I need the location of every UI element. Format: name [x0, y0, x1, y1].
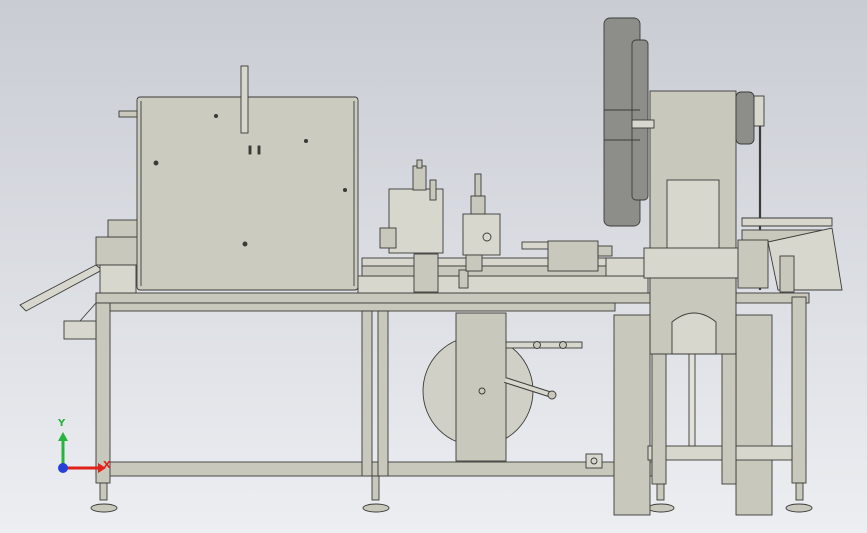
- pulley-gear: [753, 95, 765, 127]
- guide-roller-bar: [505, 341, 583, 349]
- punch-press: [613, 90, 793, 516]
- station-1-side-block: [379, 227, 397, 249]
- press-guide-rod: [688, 353, 696, 447]
- station-2-cylinder: [470, 195, 486, 215]
- foot-post-press: [656, 482, 665, 501]
- cabinet-bolt: [342, 187, 348, 193]
- rail-bracket: [585, 453, 603, 469]
- press-base-plate: [647, 445, 793, 461]
- outfeed-arm: [741, 217, 833, 227]
- x-axis-label: X: [103, 460, 111, 471]
- station-1-cylinder-2: [429, 179, 437, 201]
- frame-leg-middle-2: [377, 310, 389, 477]
- cabinet-bolt: [242, 241, 248, 247]
- guide-roller: [559, 341, 567, 349]
- cabinet-bolt: [303, 138, 309, 144]
- station-1-rod: [416, 159, 423, 169]
- y-axis-arrowhead: [58, 432, 68, 441]
- frame-leg-middle: [361, 310, 373, 477]
- work-table: [357, 257, 649, 294]
- x-axis-arrowhead: [98, 463, 106, 473]
- tray-support: [79, 302, 97, 322]
- rail-bracket-bolt: [590, 457, 598, 465]
- conveyor-rail: [361, 257, 645, 267]
- feed-cylinder-rod: [521, 241, 549, 250]
- y-axis-label: Y: [57, 418, 66, 429]
- main-frame: [90, 292, 813, 513]
- z-axis-dot: [58, 463, 68, 473]
- flywheel-shaft: [631, 119, 655, 129]
- press-base-left: [613, 314, 651, 516]
- press-base-right: [735, 314, 773, 516]
- cabinet-bracket: [118, 110, 138, 118]
- table-plate: [357, 275, 649, 294]
- foot-post-left: [99, 482, 108, 501]
- cabinet-slot: [248, 145, 252, 155]
- foot-post-middle: [371, 475, 380, 501]
- foot-pad-right: [785, 503, 813, 513]
- outfeed-mechanism: [737, 217, 843, 293]
- feed-cylinder-body: [547, 240, 599, 272]
- foot-pad-left: [90, 503, 118, 513]
- guide-roller: [533, 341, 541, 349]
- cabinet-bolt: [213, 113, 219, 119]
- press-throat: [671, 312, 717, 355]
- station-2: [462, 173, 501, 272]
- pulley-housing: [735, 91, 755, 145]
- station-1-pin: [458, 269, 469, 289]
- feed-guide-block: [605, 257, 645, 277]
- cabinet-slot: [257, 145, 261, 155]
- frame-top-rail-lower: [109, 302, 616, 312]
- press-window: [666, 179, 720, 259]
- dancer-roller: [547, 390, 557, 400]
- feed-cylinder: [521, 240, 645, 277]
- frame-bottom-rail: [95, 461, 657, 477]
- cabinet-bolt: [153, 160, 159, 166]
- station-2-base: [465, 254, 483, 272]
- frame-leg-right: [791, 296, 807, 484]
- flywheel: [603, 17, 655, 227]
- reel-support-plate: [455, 312, 507, 462]
- coordinate-triad: X Y: [57, 418, 111, 473]
- outfeed-block: [737, 239, 769, 289]
- outfeed-support: [779, 255, 795, 293]
- press-inner-leg-left: [651, 353, 667, 485]
- infeed-block-top: [107, 219, 139, 238]
- press-inner-leg-right: [721, 353, 737, 485]
- conveyor-rail-lower: [361, 265, 645, 277]
- control-cabinet: [118, 65, 359, 291]
- station-1-base: [413, 253, 439, 293]
- foot-pad-press: [647, 503, 675, 513]
- press-bed: [643, 247, 745, 279]
- foot-post-right: [795, 482, 804, 501]
- foot-pad-middle: [362, 503, 390, 513]
- collection-tray: [63, 320, 97, 340]
- reel-hub: [478, 387, 486, 395]
- dancer-arm-face: [504, 378, 553, 397]
- infeed-block: [95, 236, 139, 266]
- station-1: [379, 159, 469, 293]
- station-2-frame: [462, 213, 501, 256]
- infeed-chute: [19, 219, 139, 340]
- frame-leg-left: [95, 302, 111, 484]
- infeed-roller-housing: [99, 264, 137, 294]
- station-2-knob: [482, 232, 492, 242]
- unwind-reel: [422, 312, 583, 462]
- feed-cylinder-end: [597, 245, 613, 257]
- station-2-rod: [474, 173, 482, 197]
- station-1-cylinder: [412, 165, 427, 191]
- cabinet-vertical-handle: [240, 65, 249, 134]
